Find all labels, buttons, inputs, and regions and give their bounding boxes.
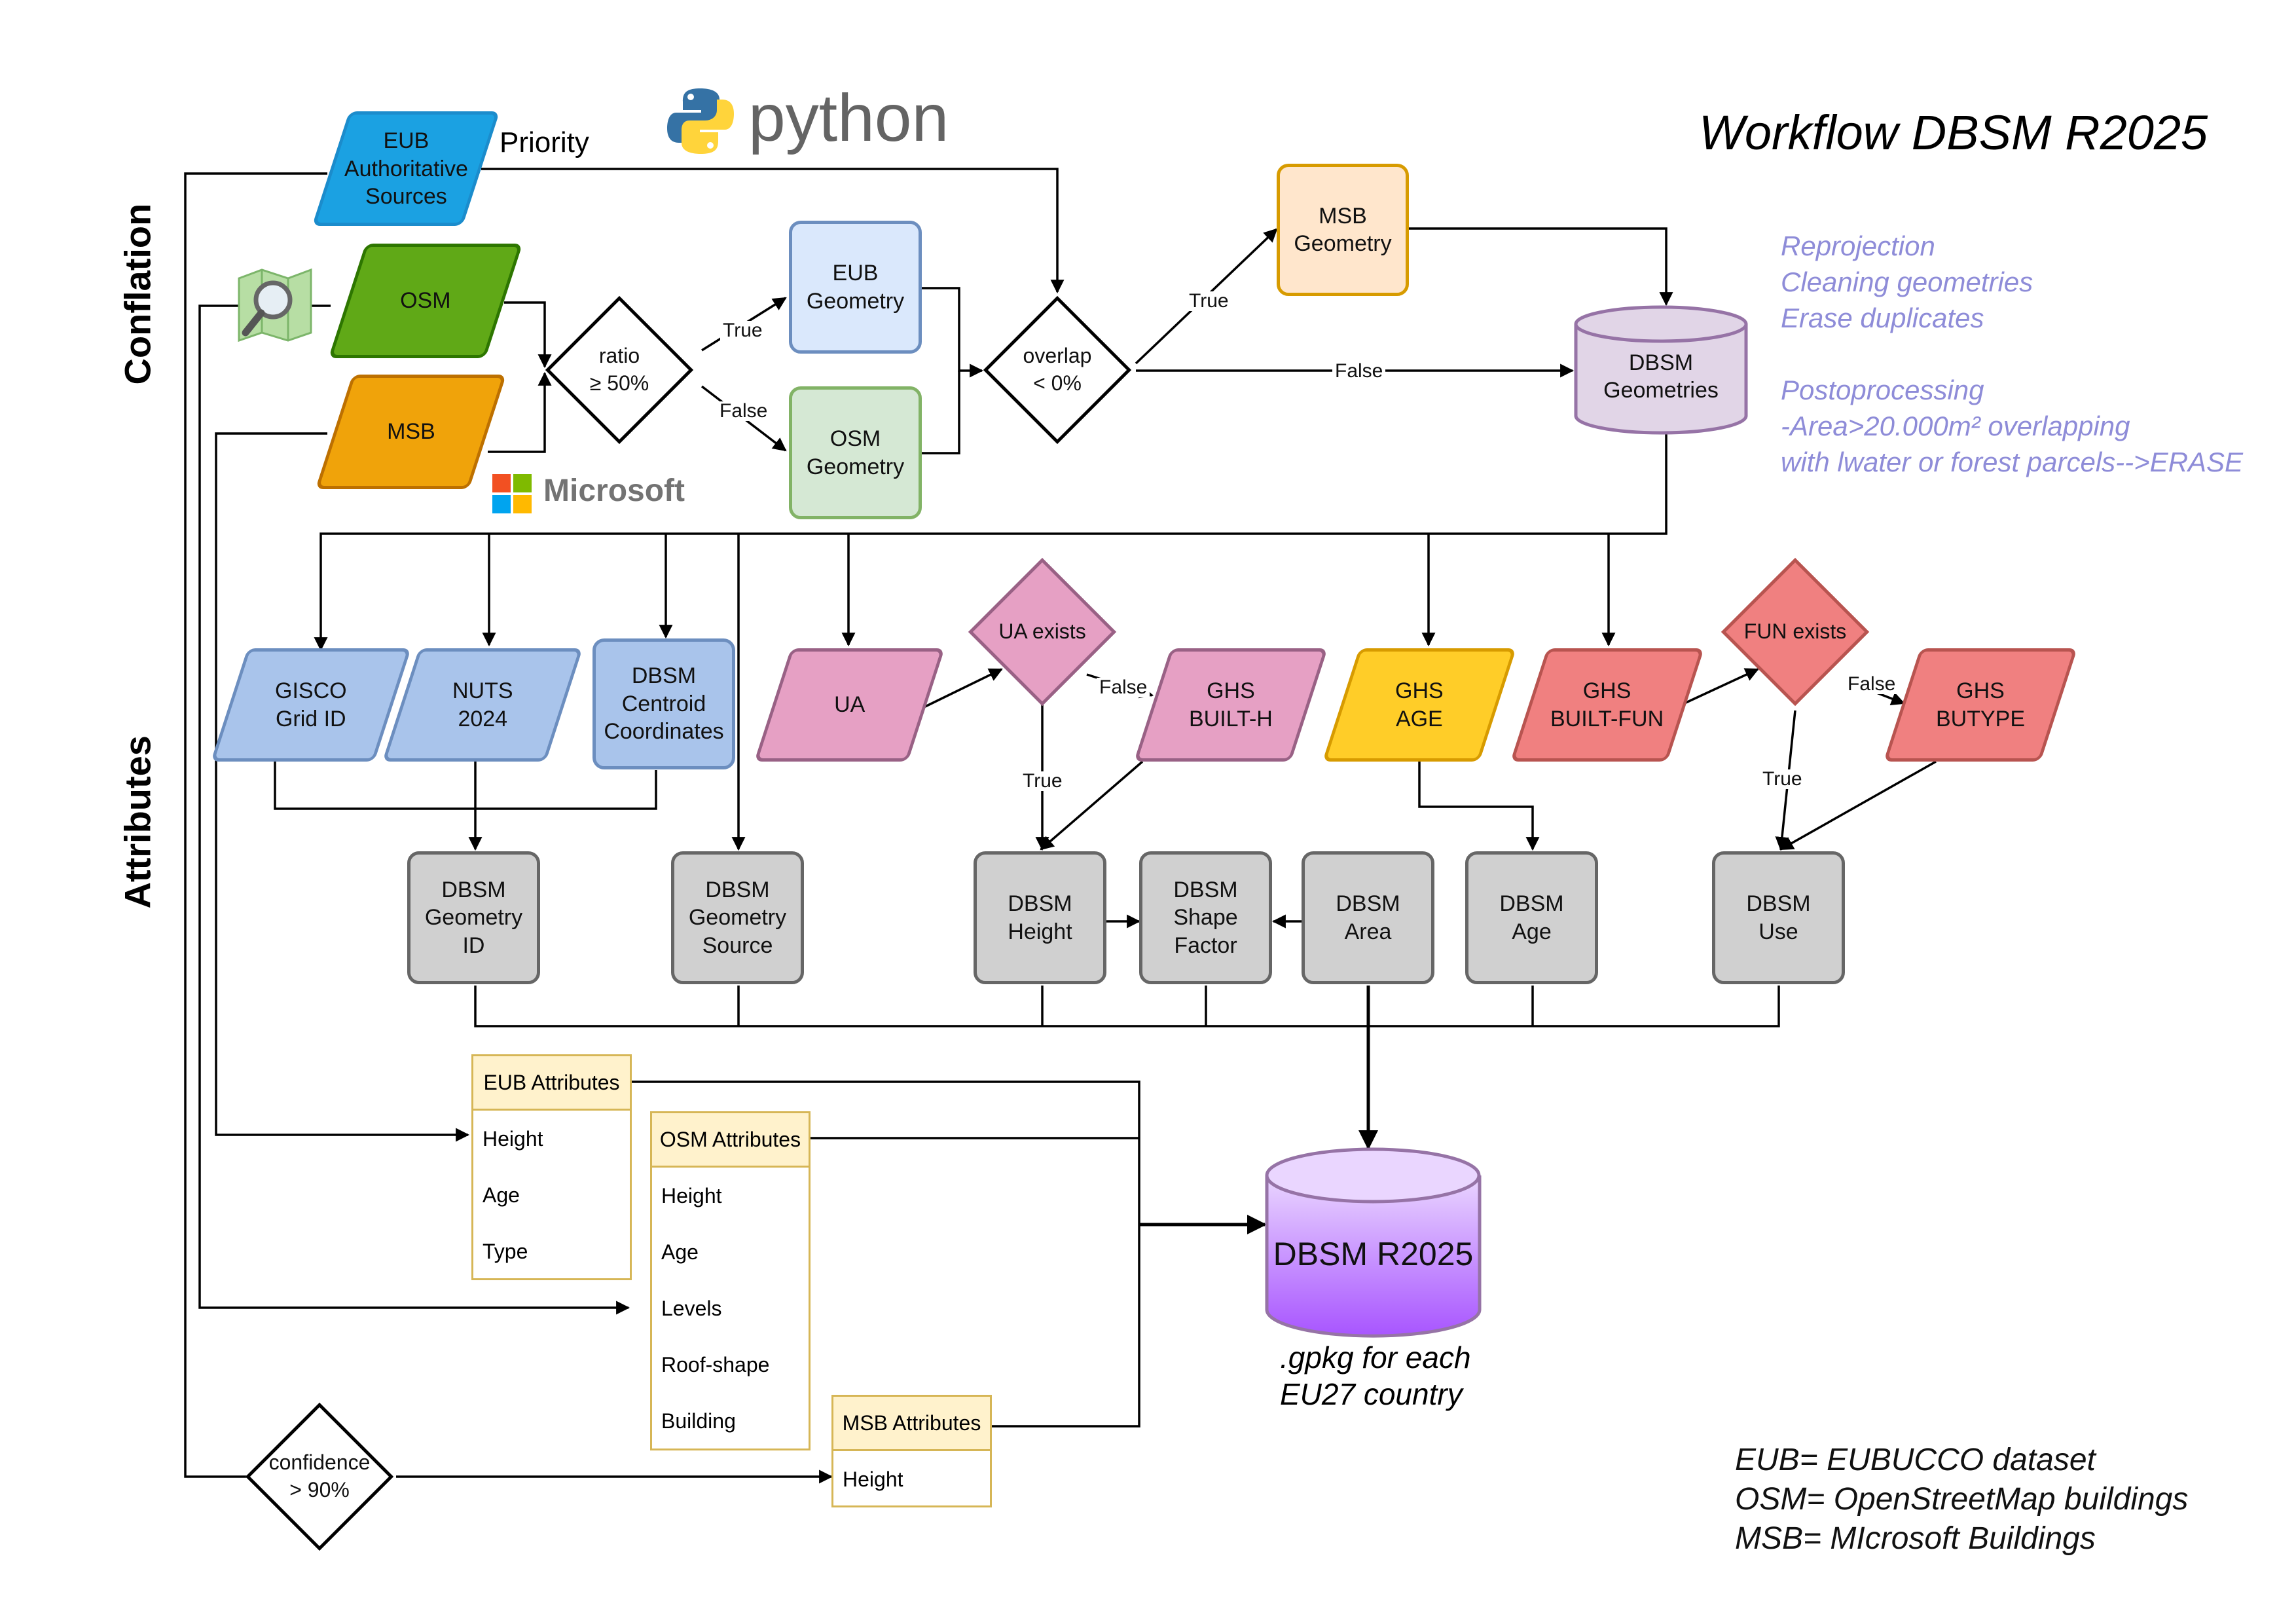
msb-geometry-node: MSB Geometry xyxy=(1277,164,1409,296)
python-wordmark: python xyxy=(748,81,949,155)
microsoft-wordmark: Microsoft xyxy=(543,473,685,508)
fun-exists-decision-label: FUN exists xyxy=(1743,619,1847,644)
table-header: OSM Attributes xyxy=(652,1113,809,1168)
fun-false-label: False xyxy=(1845,674,1899,694)
final-database-node: DBSM R2025 xyxy=(1264,1146,1483,1339)
edge-osm-ratio xyxy=(504,301,552,369)
use-node: DBSM Use xyxy=(1712,851,1845,984)
osm-map-icon xyxy=(232,262,318,347)
age-node: DBSM Age xyxy=(1465,851,1598,984)
table-row: Age xyxy=(661,1240,699,1264)
table-row: Height xyxy=(661,1183,722,1208)
note-line: with lwater or forest parcels-->ERASE xyxy=(1781,447,2244,477)
python-logo: python xyxy=(665,81,949,160)
table-row: Height xyxy=(483,1126,543,1151)
ratio-false-label: False xyxy=(717,401,771,421)
ua-false-label: False xyxy=(1097,678,1150,697)
table-header: EUB Attributes xyxy=(473,1056,630,1111)
table-row: Building xyxy=(661,1409,736,1433)
overlap-decision-label: overlap < 0% xyxy=(1023,344,1092,395)
ua-true-label: True xyxy=(1020,771,1065,791)
ratio-decision-label: ratio ≥ 50% xyxy=(589,344,649,395)
dbsm-geometries-label: DBSM Geometries xyxy=(1603,350,1719,403)
table-header: MSB Attributes xyxy=(833,1397,990,1451)
note-line xyxy=(1781,336,2243,372)
python-icon xyxy=(667,88,734,154)
eub-geometry-node: EUB Geometry xyxy=(789,221,922,354)
table-row: Type xyxy=(483,1239,528,1263)
geometry-id-node: DBSM Geometry ID xyxy=(407,851,540,984)
edge-eub-priority xyxy=(481,168,1065,294)
note-line: Reprojection xyxy=(1781,231,1935,261)
confidence-decision-label: confidence > 90% xyxy=(268,1450,371,1502)
legend-line: MSB= MIcrosoft Buildings xyxy=(1735,1521,2096,1556)
note-line: Erase duplicates xyxy=(1781,303,1984,333)
note-line: Postoprocessing xyxy=(1781,375,1984,405)
diagram-title: Workflow DBSM R2025 xyxy=(1699,105,2208,160)
ratio-true-label: True xyxy=(720,321,765,341)
processing-notes: Reprojection Cleaning geometries Erase d… xyxy=(1781,228,2243,480)
table-row: Age xyxy=(483,1183,520,1207)
shape-factor-node: DBSM Shape Factor xyxy=(1139,851,1272,984)
area-node: DBSM Area xyxy=(1302,851,1434,984)
table-row: Levels xyxy=(661,1296,722,1320)
note-line: -Area>20.000m² overlapping xyxy=(1781,411,2130,441)
geometry-source-node: DBSM Geometry Source xyxy=(671,851,804,984)
note-line: Cleaning geometries xyxy=(1781,267,2033,297)
eub-attributes-table: EUB Attributes Height Age Type xyxy=(471,1054,632,1280)
abbreviation-legend: EUB= EUBUCCO dataset OSM= OpenStreetMap … xyxy=(1735,1441,2188,1559)
overlap-true-label: True xyxy=(1186,291,1231,311)
microsoft-logo: Microsoft xyxy=(492,470,702,513)
final-database-label: DBSM R2025 xyxy=(1273,1235,1474,1272)
ua-exists-decision-label: UA exists xyxy=(998,619,1086,644)
dbsm-geometries-node: DBSM Geometries xyxy=(1573,304,1749,435)
edge-msbgeom-dbsm xyxy=(1409,227,1673,306)
osm-geometry-node: OSM Geometry xyxy=(789,386,922,519)
section-label-attributes: Attributes xyxy=(117,735,158,909)
legend-line: OSM= OpenStreetMap buildings xyxy=(1735,1482,2189,1517)
edge-eubgeom-overlap xyxy=(922,287,984,378)
priority-label: Priority xyxy=(500,126,589,158)
height-node: DBSM Height xyxy=(974,851,1106,984)
section-label-conflation: Conflation xyxy=(117,203,158,385)
edge-dbsm-bus xyxy=(314,434,1667,652)
osm-attributes-table: OSM Attributes Height Age Levels Roof-sh… xyxy=(650,1111,811,1450)
centroid-node: DBSM Centroid Coordinates xyxy=(592,638,735,769)
legend-line: EUB= EUBUCCO dataset xyxy=(1735,1443,2096,1477)
microsoft-icon xyxy=(492,474,532,513)
overlap-false-label: False xyxy=(1332,361,1386,381)
final-database-caption: .gpkg for each EU27 country xyxy=(1280,1340,1471,1411)
edge-msb-ratio xyxy=(488,371,552,453)
edge-msb-left xyxy=(215,432,470,1142)
edge-osmgeom-overlap xyxy=(922,371,960,454)
fun-true-label: True xyxy=(1760,769,1805,789)
table-row: Height xyxy=(843,1467,903,1491)
table-row: Roof-shape xyxy=(661,1352,770,1376)
edge-eub-to-confidence xyxy=(184,172,327,1478)
msb-attributes-table: MSB Attributes Height xyxy=(831,1395,992,1507)
